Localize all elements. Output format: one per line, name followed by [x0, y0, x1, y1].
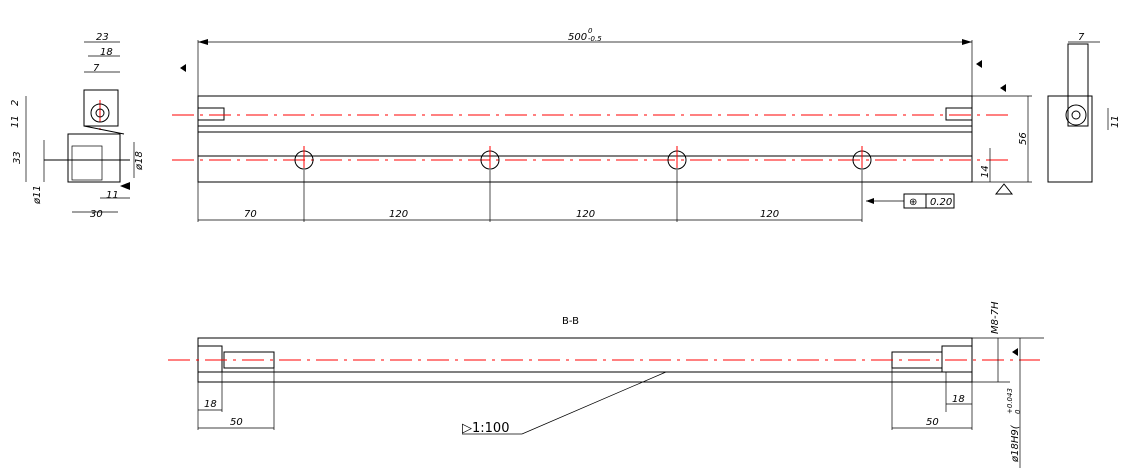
- end-slot-left: [197, 107, 225, 121]
- right-side-view: 7 11: [1047, 32, 1121, 183]
- finish-mark-left: [180, 64, 186, 72]
- left-bore-inner: [95, 108, 105, 118]
- finish-mark-side: [1000, 84, 1006, 92]
- bore-fit-tol-lower: 0: [1014, 409, 1022, 414]
- dim-height-56: 56: [1018, 132, 1029, 145]
- dim-left-23: 23: [96, 32, 109, 43]
- left-side-view: 23 18 7 2 11 33 ø11 ø18 30 11: [10, 32, 145, 220]
- finish-mark-right: [976, 60, 982, 68]
- right-view-lug: [1067, 43, 1089, 127]
- dim-left-dia11: ø11: [32, 185, 43, 205]
- dim-right-7: 7: [1078, 32, 1085, 43]
- dim-offset-14: 14: [980, 165, 991, 178]
- dim-left-33: 33: [12, 151, 23, 164]
- dim-pitch-120-a: 120: [389, 209, 408, 220]
- section-b-b: B-B 18 50 18 50 ▷1:100 M8-7H: [168, 301, 1044, 468]
- dim-overall-sub: -0.5: [588, 35, 602, 43]
- left-datum-symbol: [120, 182, 130, 190]
- left-bore-outer: [90, 103, 110, 123]
- end-slot-right: [945, 107, 973, 121]
- dim-overall-sup: 0: [588, 27, 593, 35]
- left-lower-body: [67, 133, 121, 183]
- bore-fit: ø18H9(: [1010, 424, 1021, 463]
- position-symbol: ⊕: [909, 197, 917, 208]
- thread-spec: M8-7H: [990, 301, 1001, 334]
- dim-section-18-right: 18: [952, 394, 965, 405]
- right-view-body: [1047, 95, 1093, 183]
- dim-pitch-70: 70: [244, 209, 257, 220]
- slope-leader: [521, 371, 667, 435]
- position-tolerance-frame: [903, 193, 955, 209]
- dim-left-dia18: ø18: [134, 151, 145, 171]
- dim-overall-500: 500: [568, 32, 587, 43]
- finish-mark-section: [1012, 348, 1018, 356]
- dim-section-50-right: 50: [926, 417, 939, 428]
- position-tolerance-value: 0.20: [930, 197, 952, 208]
- section-title: B-B: [562, 316, 579, 327]
- dim-right-11: 11: [1110, 115, 1121, 128]
- dim-left-2: 2: [10, 100, 21, 106]
- bore-fit-tol-upper: +0.043: [1006, 388, 1014, 414]
- dim-section-18-left: 18: [204, 399, 217, 410]
- section-lower-band: [197, 371, 973, 383]
- dim-left-7: 7: [93, 63, 100, 74]
- left-bracket-bevel: [83, 125, 125, 135]
- left-section-hatch: [71, 145, 103, 181]
- dim-pitch-120-c: 120: [760, 209, 779, 220]
- dim-section-50-left: 50: [230, 417, 243, 428]
- dim-left-11: 11: [10, 115, 21, 128]
- dim-left-30: 30: [90, 209, 103, 220]
- left-bracket-body: [83, 89, 119, 127]
- bore-right: [941, 345, 973, 373]
- right-bore-inner: [1071, 110, 1081, 120]
- slope-annotation: ▷1:100: [462, 421, 509, 436]
- dim-left-11-bottom: 11: [106, 190, 119, 201]
- right-bore-outer: [1065, 104, 1087, 126]
- dim-left-18: 18: [100, 47, 113, 58]
- datum-triangle: [994, 183, 1014, 195]
- main-front-view: 500 0 -0.5 70 120 120 12: [172, 27, 1032, 222]
- bore-left: [197, 345, 223, 373]
- rail-body: [197, 95, 973, 183]
- section-hatched-body: [197, 337, 973, 373]
- dim-pitch-120-b: 120: [576, 209, 595, 220]
